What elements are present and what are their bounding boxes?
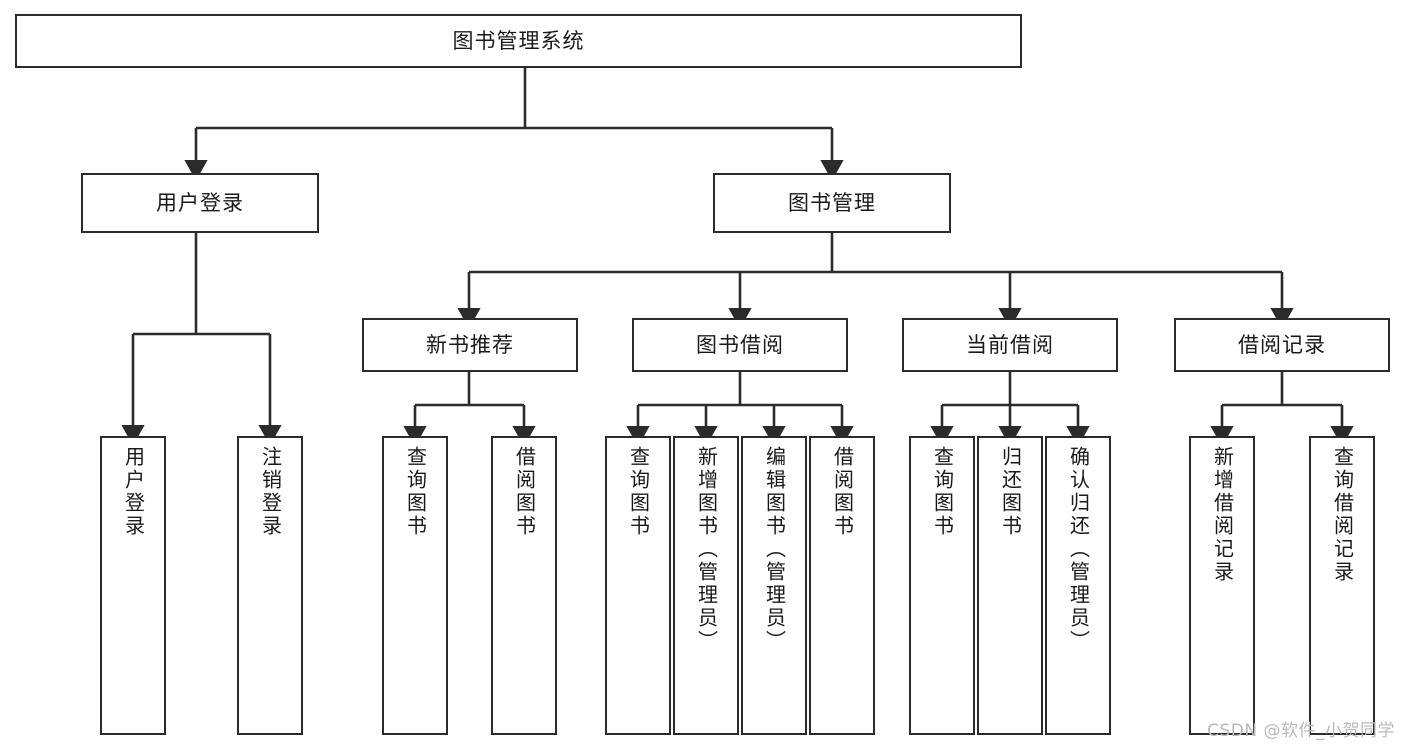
node-label: 新书推荐 (426, 332, 514, 357)
node-leaf-current-query-book[interactable]: 查询图书 (909, 436, 975, 735)
node-label: 图书管理 (788, 190, 876, 215)
node-label: 确认归还（管理员） (1066, 446, 1091, 653)
csdn-watermark: CSDN @软件_小贺同学 (1207, 721, 1395, 741)
node-leaf-newbook-borrow-book[interactable]: 借阅图书 (491, 436, 557, 735)
node-leaf-record-add-record[interactable]: 新增借阅记录 (1189, 436, 1255, 735)
node-label: 用户登录 (156, 190, 244, 215)
node-label: 借阅图书 (512, 446, 537, 538)
node-label: 图书管理系统 (452, 28, 585, 53)
node-label: 新增图书（管理员） (694, 446, 719, 653)
node-label: 编辑图书（管理员） (762, 446, 787, 653)
node-new-book-recommendation[interactable]: 新书推荐 (362, 318, 578, 372)
node-user-login[interactable]: 用户登录 (81, 173, 319, 233)
node-label: 借阅记录 (1238, 332, 1326, 357)
node-book-borrowing[interactable]: 图书借阅 (632, 318, 848, 372)
node-leaf-borrow-edit-book-admin[interactable]: 编辑图书（管理员） (741, 436, 807, 735)
node-leaf-user-login[interactable]: 用户登录 (100, 436, 166, 735)
node-leaf-record-query-record[interactable]: 查询借阅记录 (1309, 436, 1375, 735)
node-label: 注销登录 (258, 446, 283, 538)
node-label: 查询借阅记录 (1330, 446, 1355, 584)
node-label: 查询图书 (626, 446, 651, 538)
node-label: 图书借阅 (696, 332, 784, 357)
node-label: 借阅图书 (830, 446, 855, 538)
node-label: 新增借阅记录 (1210, 446, 1235, 584)
node-label: 查询图书 (930, 446, 955, 538)
node-leaf-logout[interactable]: 注销登录 (237, 436, 303, 735)
node-current-borrowing[interactable]: 当前借阅 (902, 318, 1118, 372)
node-book-management[interactable]: 图书管理 (713, 173, 951, 233)
node-label: 当前借阅 (966, 332, 1054, 357)
node-label: 归还图书 (998, 446, 1023, 538)
node-leaf-current-return-book[interactable]: 归还图书 (977, 436, 1043, 735)
node-leaf-borrow-add-book-admin[interactable]: 新增图书（管理员） (673, 436, 739, 735)
node-root-book-management-system[interactable]: 图书管理系统 (15, 14, 1022, 68)
node-leaf-borrow-borrow-book[interactable]: 借阅图书 (809, 436, 875, 735)
node-label: 用户登录 (121, 446, 146, 538)
node-label: 查询图书 (403, 446, 428, 538)
node-leaf-current-confirm-return-admin[interactable]: 确认归还（管理员） (1045, 436, 1111, 735)
node-leaf-borrow-query-book[interactable]: 查询图书 (605, 436, 671, 735)
node-borrowing-record[interactable]: 借阅记录 (1174, 318, 1390, 372)
node-leaf-newbook-query-book[interactable]: 查询图书 (382, 436, 448, 735)
